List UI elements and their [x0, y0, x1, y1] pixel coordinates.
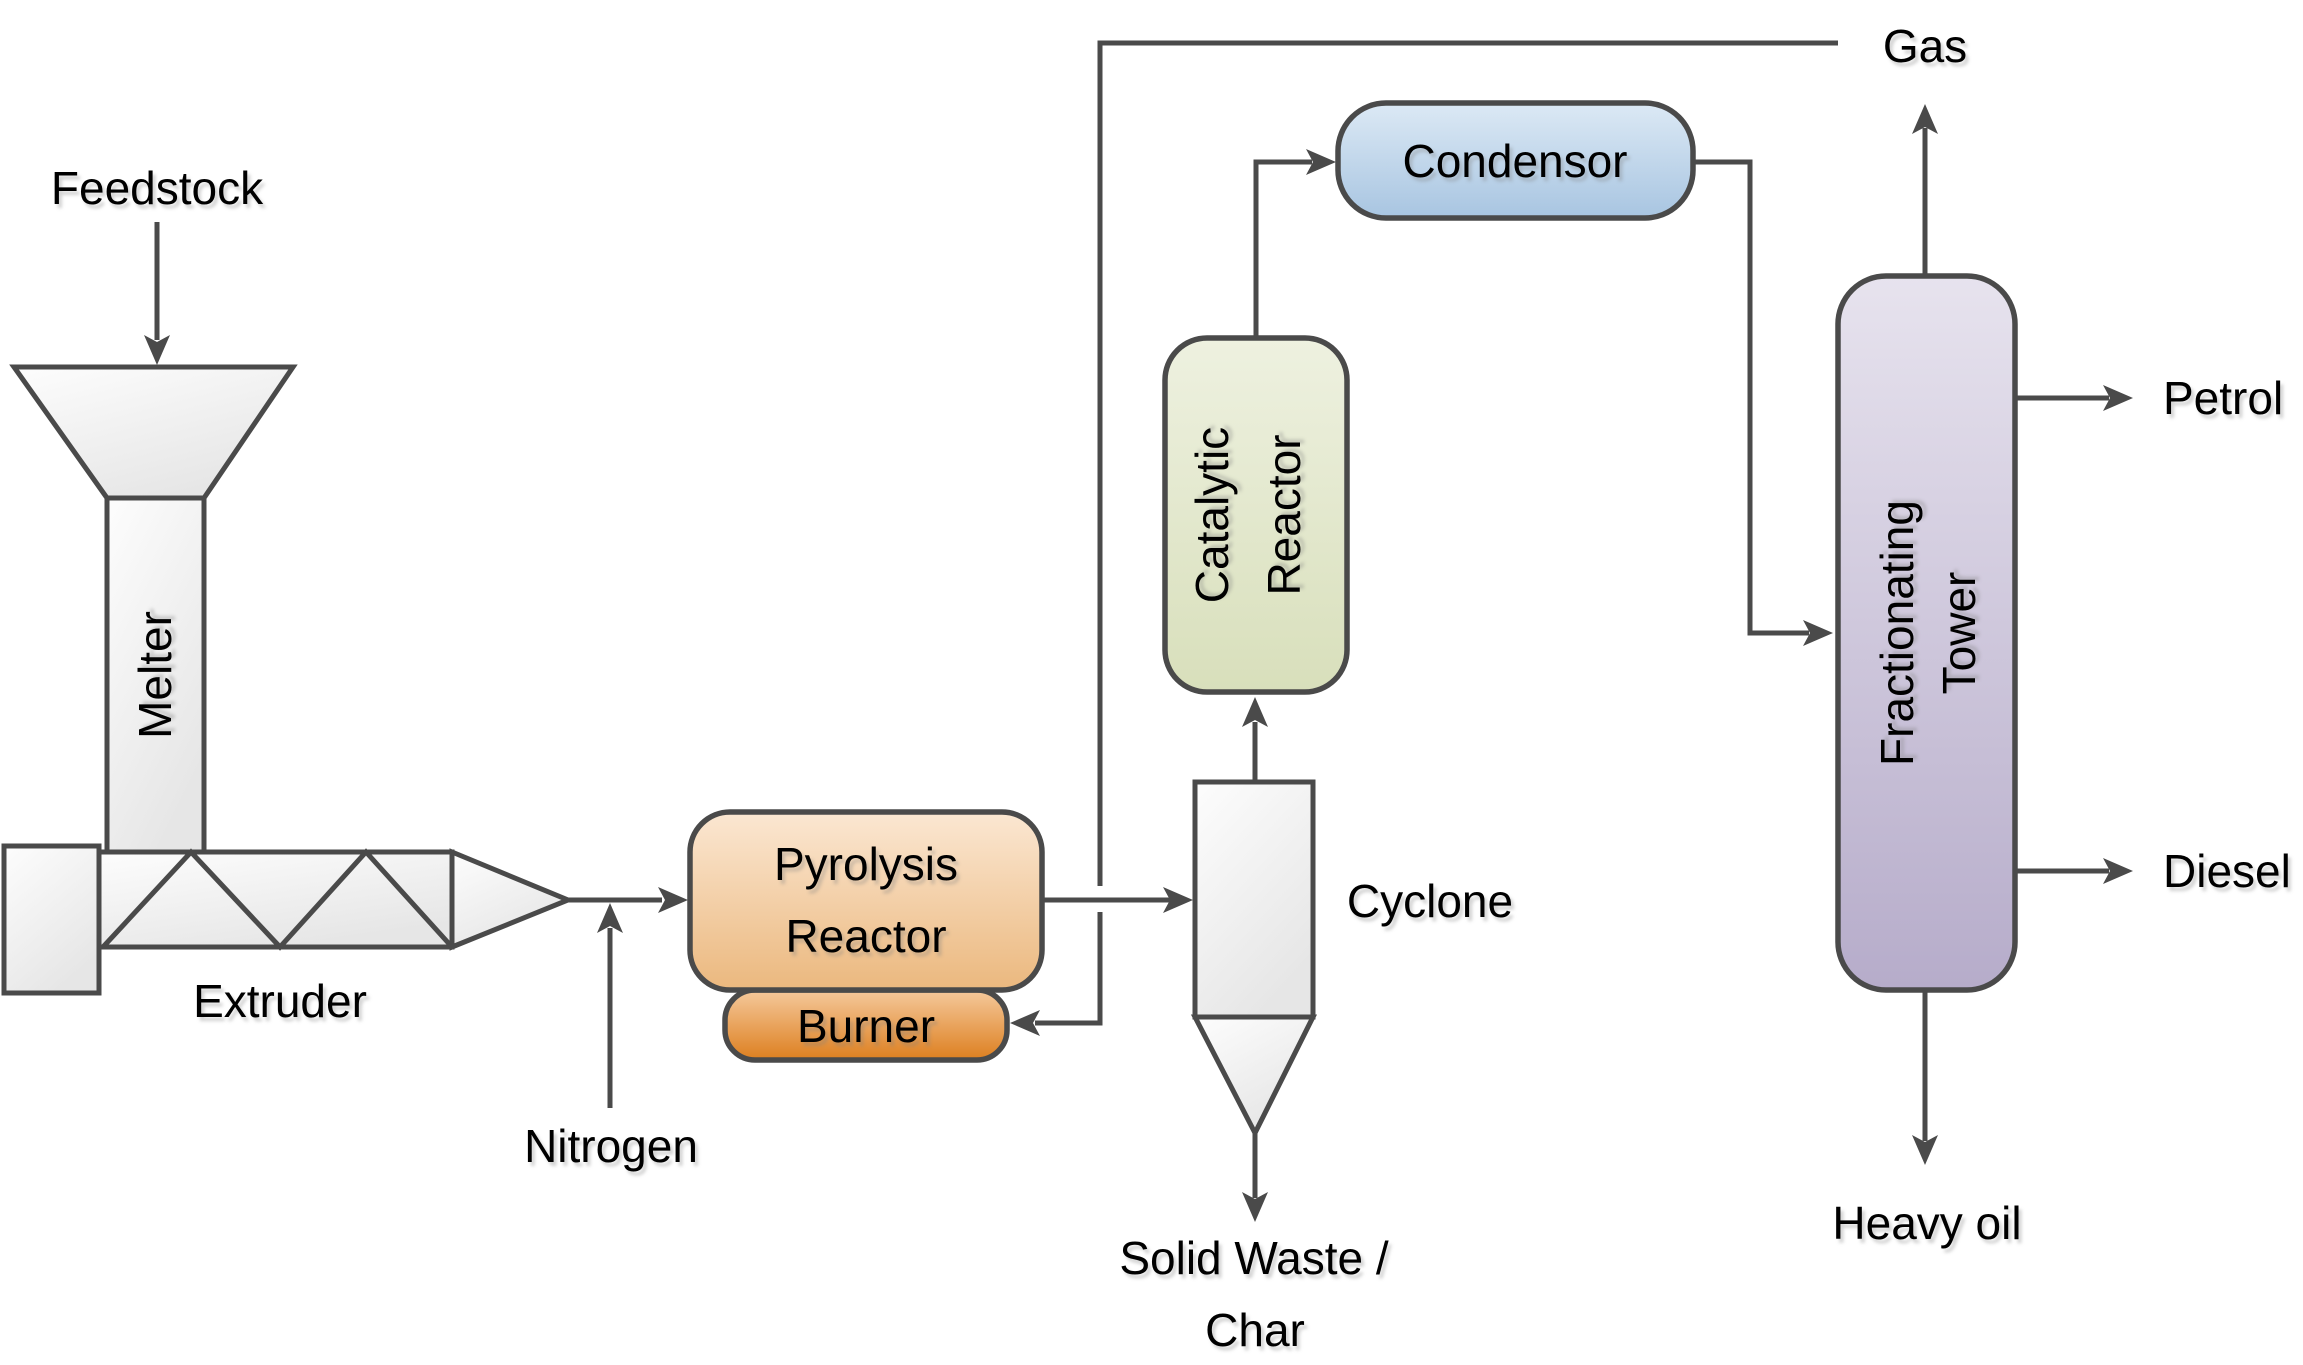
nitrogen-label: Nitrogen: [524, 1120, 698, 1172]
cyclone-to-catalytic-arrowhead: [1242, 697, 1268, 727]
solid-waste-label-line2: Char: [1205, 1304, 1305, 1356]
condensor-to-tower-line: [1693, 159, 1809, 636]
heavy-oil-arrowhead: [1912, 1135, 1938, 1165]
cyclone-cone: [1190, 1014, 1318, 1139]
tower-label-line1: Fractionating: [1871, 500, 1923, 766]
extruder-to-pyrolysis-arrowhead: [658, 887, 688, 913]
pyrolysis-label-line2: Reactor: [785, 910, 946, 962]
feedstock-label: Feedstock: [51, 162, 264, 214]
pyrolysis-reactor-box: [687, 809, 1045, 993]
diesel-label: Diesel: [2163, 845, 2291, 897]
extruder-barrel: [96, 849, 455, 950]
pyrolysis-to-cyclone-arrowhead: [1163, 887, 1193, 913]
gas-recycle-line: [1035, 40, 1838, 1026]
petrol-label: Petrol: [2163, 372, 2283, 424]
extruder-drive-box: [1, 843, 102, 996]
pyrolysis-label-line1: Pyrolysis: [774, 838, 958, 890]
cyclone-body: [1192, 779, 1316, 1020]
condensor-label: Condensor: [1402, 135, 1627, 187]
gas-recycle-to-burner-arrowhead: [1010, 1010, 1040, 1036]
tower-label-line2: Tower: [1933, 572, 1985, 695]
diesel-arrowhead: [2103, 858, 2133, 884]
feed-hopper-funnel: [9, 364, 298, 501]
solid-waste-label-line1: Solid Waste /: [1119, 1232, 1389, 1284]
extruder-label: Extruder: [193, 975, 367, 1027]
condensor-to-tower-arrowhead: [1803, 620, 1833, 646]
extruder-nozzle-cone: [449, 848, 575, 951]
nitrogen-arrowhead: [597, 903, 623, 933]
feedstock-arrowhead: [144, 335, 170, 365]
catalytic-label-line2: Reactor: [1258, 434, 1310, 595]
extruder-unit: [1, 843, 575, 996]
catalytic-reactor-box: [1162, 335, 1350, 695]
petrol-arrowhead: [2103, 385, 2133, 411]
cyclone-unit: [1190, 779, 1318, 1139]
melter-unit: [9, 364, 298, 855]
condensor-box: [1335, 100, 1696, 221]
cyclone-label: Cyclone: [1347, 875, 1513, 927]
catalytic-to-condensor-arrowhead: [1306, 149, 1336, 175]
catalytic-to-condensor-line: [1253, 159, 1312, 338]
burner-label: Burner: [797, 1000, 935, 1052]
catalytic-label-line1: Catalytic: [1186, 427, 1238, 603]
fractionating-tower-box: [1835, 273, 2018, 993]
char-arrowhead: [1242, 1192, 1268, 1222]
melter-column: [104, 495, 207, 855]
heavy-oil-label: Heavy oil: [1832, 1197, 2021, 1249]
gas-outlet-arrowhead: [1912, 104, 1938, 134]
gas-label: Gas: [1883, 20, 1967, 72]
melter-label: Melter: [129, 611, 181, 739]
extruder-screw-pattern: [101, 848, 454, 951]
